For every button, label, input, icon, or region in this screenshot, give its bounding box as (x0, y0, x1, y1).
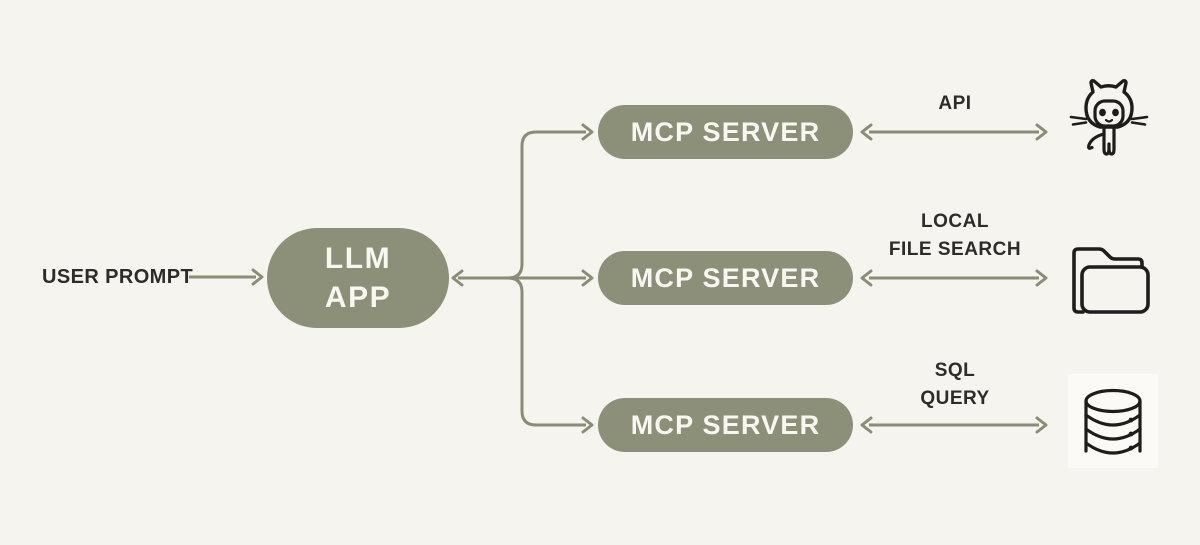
connection-label-line2: FILE SEARCH (888, 239, 1022, 260)
connection-label-line1: SQL (934, 360, 976, 381)
arrow-llm-to-mcp-middle (451, 269, 594, 287)
arrow-branch-to-mcp-top (507, 123, 594, 280)
folder-icon (1072, 247, 1150, 314)
llm-app-label-line1: LLM (324, 242, 392, 275)
arrow-branch-to-mcp-bottom (507, 276, 594, 434)
mcp-server-label: MCP SERVER (630, 262, 821, 293)
connection-label-line1: LOCAL (921, 211, 989, 232)
llm-app-node: LLM APP (267, 228, 449, 328)
github-octocat-icon (1069, 79, 1149, 156)
connection-label-api: API (830, 90, 1080, 118)
mcp-server-node-top: MCP SERVER (598, 105, 853, 159)
database-icon (1068, 374, 1158, 468)
connection-label-line2: QUERY (920, 388, 990, 409)
llm-app-label-line2: APP (324, 281, 392, 314)
connection-label-local-file-search: LOCAL FILE SEARCH (830, 208, 1080, 264)
arrow-mcp-middle-to-files (860, 269, 1048, 287)
mcp-server-node-middle: MCP SERVER (598, 251, 853, 305)
connection-label-sql-query: SQL QUERY (830, 357, 1080, 413)
arrow-mcp-top-to-api (860, 123, 1048, 141)
mcp-server-node-bottom: MCP SERVER (598, 398, 853, 452)
arrow-mcp-bottom-to-sql (860, 416, 1048, 434)
connection-label-line1: API (938, 93, 972, 114)
arrow-user-prompt-to-llm (189, 268, 264, 286)
mcp-server-label: MCP SERVER (630, 409, 821, 440)
user-prompt-label: USER PROMPT (42, 266, 194, 288)
mcp-server-label: MCP SERVER (630, 116, 821, 147)
